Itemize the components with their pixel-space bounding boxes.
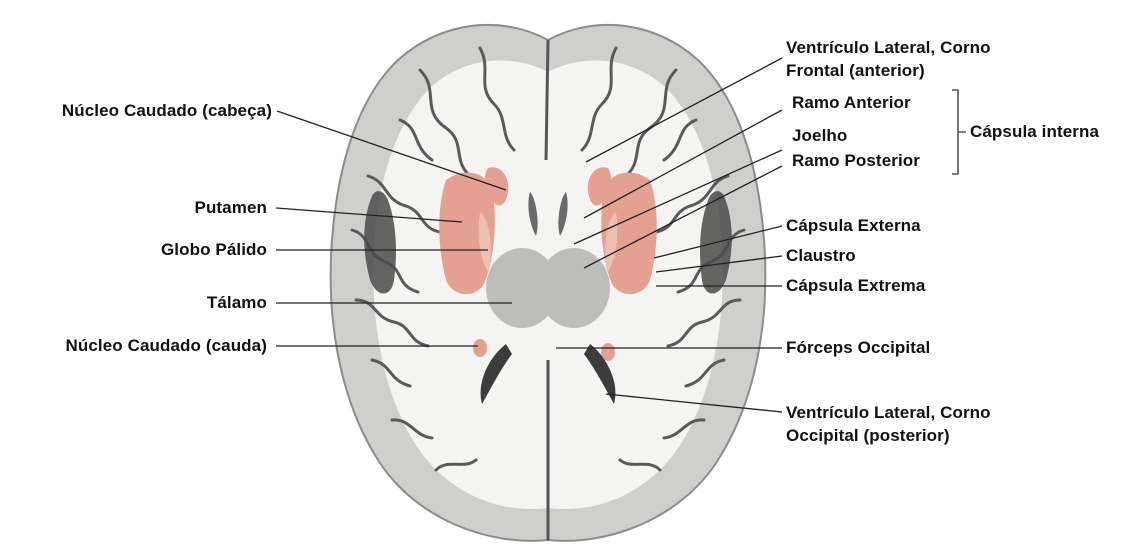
internal-capsule-bracket [952,90,966,174]
label-posterior-limb: Ramo Posterior [792,150,920,172]
label-frontal-horn-line1: Ventrículo Lateral, Corno [786,37,991,59]
label-claustrum: Claustro [786,245,856,267]
label-forceps-occipital: Fórceps Occipital [786,337,930,359]
label-anterior-limb: Ramo Anterior [792,92,911,114]
label-frontal-horn-line2: Frontal (anterior) [786,60,925,82]
label-caudate-tail: Núcleo Caudado (cauda) [65,335,267,357]
left-caudate-tail [473,339,487,357]
label-globus-pallidus: Globo Pálido [161,239,267,261]
label-putamen: Putamen [195,197,268,219]
label-caudate-head: Núcleo Caudado (cabeça) [62,100,272,122]
label-occipital-horn-line2: Occipital (posterior) [786,425,950,447]
label-extreme-capsule: Cápsula Extrema [786,275,925,297]
label-internal-capsule: Cápsula interna [970,121,1099,143]
label-occipital-horn-line1: Ventrículo Lateral, Corno [786,402,991,424]
label-thalamus: Tálamo [207,292,267,314]
label-external-capsule: Cápsula Externa [786,215,921,237]
brain-section [331,25,766,541]
label-genu: Joelho [792,125,847,147]
